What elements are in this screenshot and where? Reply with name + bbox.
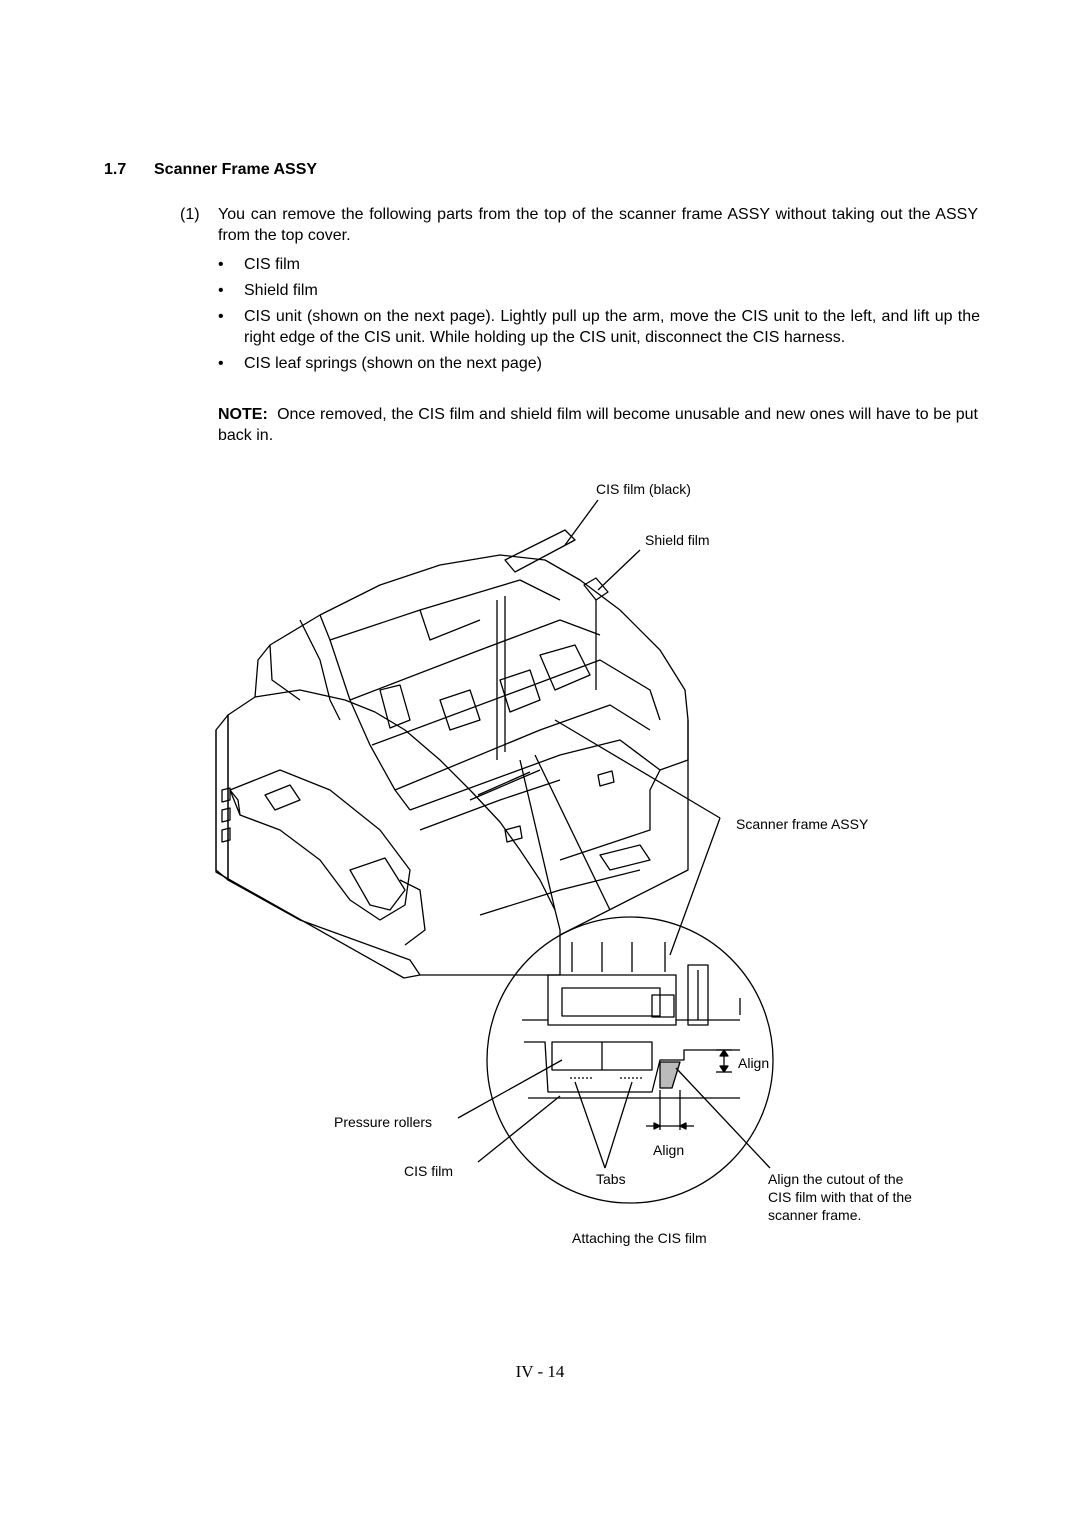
detail-magnifier-circle xyxy=(486,916,774,1204)
leader-scanner-frame xyxy=(554,719,721,819)
bullet-icon: • xyxy=(218,256,224,273)
note: NOTE: Once removed, the CIS film and shi… xyxy=(218,404,978,446)
label-cis-film: CIS film xyxy=(404,1163,453,1179)
list-item-text: CIS film xyxy=(244,256,300,273)
list-item: • CIS film xyxy=(218,254,980,275)
leader-tab-left xyxy=(574,1081,606,1169)
label-tabs: Tabs xyxy=(596,1171,626,1187)
removable-parts-list: • CIS film • Shield film • CIS unit (shown … xyxy=(218,254,980,379)
list-item: • CIS leaf springs (shown on the next pag… xyxy=(218,353,980,374)
leader-cutout xyxy=(675,1067,771,1169)
note-text: Once removed, the CIS film and shield fi… xyxy=(218,406,978,444)
bullet-icon: • xyxy=(218,308,224,325)
label-cutout-line-2: CIS film with that of the xyxy=(768,1189,912,1205)
leader-tab-right xyxy=(604,1081,633,1169)
cis-film-black-part xyxy=(496,529,576,760)
section-number: 1.7 xyxy=(104,161,127,178)
label-pressure-rollers: Pressure rollers xyxy=(334,1114,432,1130)
section-title: Scanner Frame ASSY xyxy=(154,161,318,178)
figure-caption: Attaching the CIS film xyxy=(572,1230,707,1246)
section-heading: 1.7 Scanner Frame ASSY xyxy=(104,161,317,179)
machine-body-drawing xyxy=(215,554,689,979)
label-align-bottom: Align xyxy=(653,1142,684,1158)
label-scanner-frame-assy: Scanner frame ASSY xyxy=(736,816,869,832)
shield-film-part xyxy=(583,577,609,690)
leader-cis-film-black xyxy=(564,499,599,546)
label-shield-film: Shield film xyxy=(645,532,710,548)
list-item-text: CIS unit (shown on the next page). Light… xyxy=(244,308,980,346)
label-cutout-line-3: scanner frame. xyxy=(768,1207,861,1223)
list-item-text: Shield film xyxy=(244,282,318,299)
leader-pressure-rollers xyxy=(457,1059,563,1119)
label-cis-film-black: CIS film (black) xyxy=(596,481,691,497)
list-item-text: CIS leaf springs (shown on the next page… xyxy=(244,355,542,372)
bullet-icon: • xyxy=(218,355,224,372)
leader-cis-film xyxy=(477,1095,561,1163)
label-align-top: Align xyxy=(738,1055,769,1071)
leader-shield-film xyxy=(597,549,641,591)
label-cutout-line-1: Align the cutout of the xyxy=(768,1171,904,1187)
align-dimension-bottom xyxy=(646,1090,694,1130)
scanner-frame-illustration: CIS film (black) Shield film Scanner fra… xyxy=(215,481,912,1246)
align-dimension-top xyxy=(716,1049,732,1073)
list-item: • Shield film xyxy=(218,280,980,301)
step-index: (1) xyxy=(180,206,200,223)
step-text: You can remove the following parts from … xyxy=(218,206,978,244)
page-number: IV - 14 xyxy=(515,1362,565,1381)
bullet-icon: • xyxy=(218,282,224,299)
list-item: • CIS unit (shown on the next page). Ligh… xyxy=(218,306,980,348)
note-label: NOTE: xyxy=(218,406,268,423)
